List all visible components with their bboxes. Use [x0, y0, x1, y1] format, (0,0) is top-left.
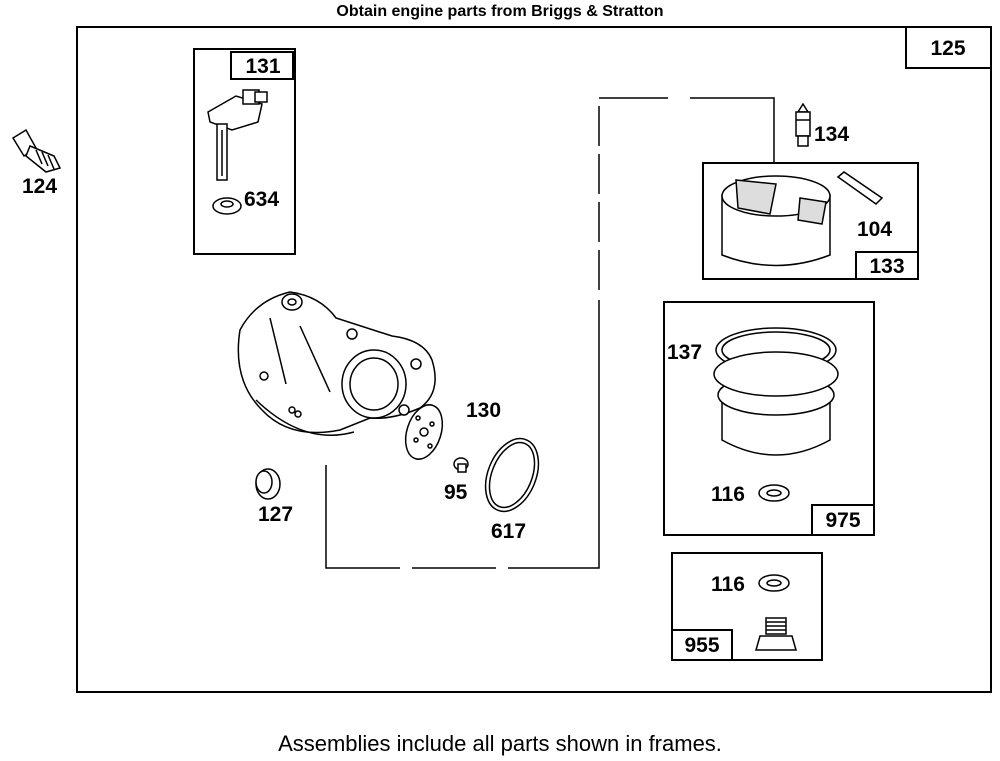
frame-975 — [663, 301, 875, 536]
fitting-124-part — [11, 128, 62, 173]
part-label-125: 125 — [930, 37, 965, 60]
part-label-116a: 116 — [711, 483, 745, 506]
throttle-shaft-part — [207, 89, 268, 181]
washer-116b-part — [758, 574, 790, 592]
frame-131 — [193, 48, 296, 255]
label-box-975: 975 — [811, 504, 875, 536]
part-label-634: 634 — [244, 188, 279, 211]
label-box-131: 131 — [230, 51, 294, 80]
label-box-133: 133 — [855, 251, 919, 280]
carburetor-body-part — [237, 291, 436, 436]
pin-104-part — [836, 171, 884, 205]
label-box-125: 125 — [905, 26, 992, 69]
part-label-131: 131 — [245, 55, 280, 78]
part-label-95: 95 — [444, 481, 468, 504]
needle-134-part — [795, 102, 811, 147]
part-label-124: 124 — [22, 175, 57, 198]
part-label-104: 104 — [857, 218, 892, 241]
bolt-955-part — [755, 617, 797, 651]
footer-note: Assemblies include all parts shown in fr… — [278, 731, 722, 756]
part-label-133: 133 — [869, 255, 904, 278]
part-label-955: 955 — [684, 634, 719, 657]
part-label-134: 134 — [814, 123, 849, 146]
page-title: Obtain engine parts from Briggs & Stratt… — [336, 3, 664, 20]
part-label-617: 617 — [491, 520, 526, 543]
label-box-955: 955 — [671, 629, 733, 661]
plug-127-part — [255, 468, 281, 500]
main-frame — [76, 26, 992, 693]
part-label-975: 975 — [825, 509, 860, 532]
bowl-975-part — [713, 327, 839, 456]
float-133-part — [721, 175, 831, 267]
part-label-116b: 116 — [711, 573, 745, 596]
leader-line — [325, 97, 775, 569]
frame-955 — [671, 552, 823, 661]
part-label-130: 130 — [466, 399, 501, 422]
washer-116a-part — [758, 484, 790, 502]
part-label-127: 127 — [258, 503, 293, 526]
screw-95-part — [453, 457, 469, 473]
oring-617-part — [484, 437, 540, 513]
frame-133 — [702, 162, 919, 280]
gasket-130-part — [404, 404, 444, 460]
seal-634-part — [212, 197, 242, 215]
part-label-137: 137 — [667, 341, 702, 364]
